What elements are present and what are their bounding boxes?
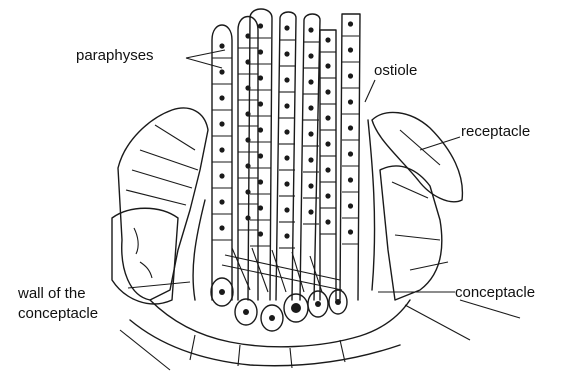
label-receptacle: receptacle [461, 124, 530, 139]
cell-crosswalls [212, 36, 359, 248]
label-wall-line2: conceptacle [18, 306, 98, 321]
conceptacle-base [120, 300, 520, 370]
label-wall-line1: wall of the [18, 286, 86, 301]
label-conceptacle: conceptacle [455, 285, 535, 300]
antheridia-cluster [222, 248, 342, 292]
label-ostiole: ostiole [374, 63, 417, 78]
paraphyses-filaments [193, 9, 374, 300]
basal-cells [211, 278, 347, 331]
label-paraphyses: paraphyses [76, 48, 154, 63]
